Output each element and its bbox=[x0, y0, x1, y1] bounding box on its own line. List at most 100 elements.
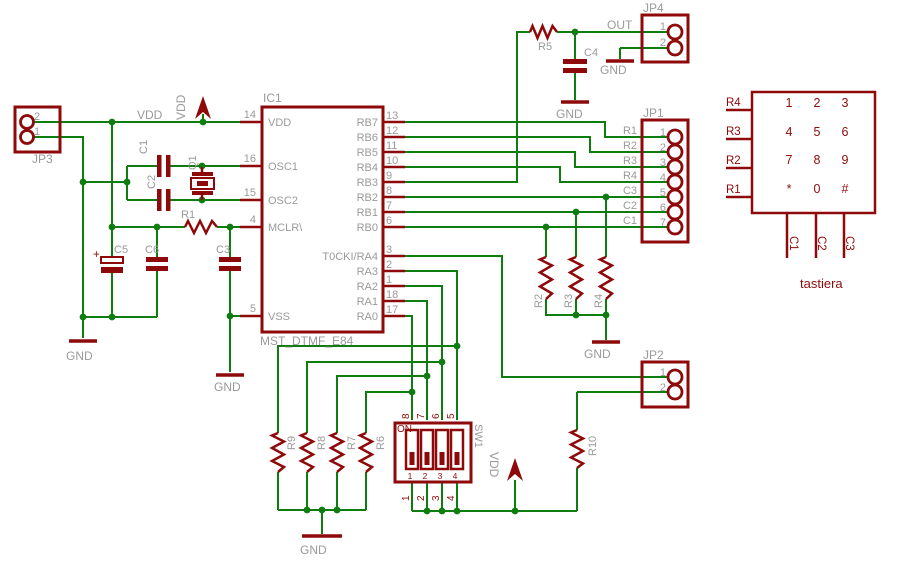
c3-ref: C3 bbox=[216, 244, 230, 256]
resistor-r4 bbox=[596, 255, 615, 300]
jp1-pad-1 bbox=[666, 128, 684, 146]
jp1-connector: 1 2 3 4 5 6 7 JP1 R1 R2 R3 R4 C3 C2 C1 bbox=[623, 106, 690, 244]
ic1-pin-name-rb3: RB3 bbox=[357, 177, 378, 189]
capacitors: + C1 C2 C5 C6 C3 C4 bbox=[93, 47, 598, 273]
keypad-row-net-r2: R2 bbox=[726, 155, 741, 167]
net-label-r4: R4 bbox=[623, 170, 637, 182]
ic1-pin-name-rb0: RB0 bbox=[357, 222, 378, 234]
c5-ref: C5 bbox=[114, 244, 128, 256]
ic1-pin-name-rb5: RB5 bbox=[357, 147, 378, 159]
key-star[interactable]: * bbox=[787, 182, 792, 196]
out-net-label: OUT bbox=[607, 18, 633, 32]
ic1-pin-num-9: 9 bbox=[386, 170, 392, 182]
sw1-ref: SW1 bbox=[472, 424, 484, 448]
ic1-pin-num-3: 3 bbox=[386, 244, 392, 256]
ic1-pin-name-osc2: OSC2 bbox=[268, 195, 298, 207]
jp3-pad-2 bbox=[19, 114, 35, 130]
jp1-pin-num-5: 5 bbox=[660, 187, 666, 199]
sw1-top-pin-8: 8 bbox=[401, 413, 412, 419]
dip-switch-sw1: ON 8 7 6 5 1 2 3 4 1 2 3 4 SW1 bbox=[393, 413, 484, 501]
sw1-slider-4[interactable] bbox=[449, 428, 465, 471]
resistor-r3 bbox=[566, 255, 585, 300]
c4-ref: C4 bbox=[584, 47, 598, 59]
key-2[interactable]: 2 bbox=[814, 96, 821, 110]
jp4-ref: JP4 bbox=[643, 1, 664, 15]
resistor-r1 bbox=[183, 218, 218, 236]
resistor-r7 bbox=[327, 431, 346, 473]
ic1-pin-name-ra2: RA2 bbox=[357, 281, 378, 293]
jp1-pin-num-2: 2 bbox=[660, 142, 666, 154]
keypad-col-net-c2: C2 bbox=[815, 236, 827, 251]
sw1-bottom-pin-4: 4 bbox=[446, 495, 457, 501]
c6-ref: C6 bbox=[145, 244, 159, 256]
sw1-slider-1[interactable] bbox=[404, 428, 420, 471]
sw1-sliders bbox=[404, 428, 465, 471]
sw1-top-pin-5: 5 bbox=[446, 413, 457, 419]
capacitor-c2 bbox=[157, 189, 171, 211]
sw1-bottom-pin-3: 3 bbox=[431, 495, 442, 501]
key-3[interactable]: 3 bbox=[842, 96, 849, 110]
keypad-row-net-r4: R4 bbox=[726, 97, 741, 109]
sw1-pos-num-3: 3 bbox=[438, 471, 443, 481]
ic1-pin-num-17: 17 bbox=[386, 304, 398, 316]
net-label-r3: R3 bbox=[623, 155, 637, 167]
key-0[interactable]: 0 bbox=[814, 182, 821, 196]
gnd-symbols: GND GND GND GND GND GND bbox=[66, 59, 634, 557]
net-label-c3: C3 bbox=[623, 185, 637, 197]
jp2-pad-2 bbox=[666, 383, 684, 401]
sw1-slider-2[interactable] bbox=[419, 428, 435, 471]
jp4-pad-1 bbox=[666, 23, 684, 41]
sw1-body bbox=[393, 421, 473, 484]
sw1-slider-3[interactable] bbox=[434, 428, 450, 471]
jp1-pin-num-4: 4 bbox=[660, 172, 666, 184]
jp2-ref: JP2 bbox=[643, 348, 664, 362]
vdd-net-label: VDD bbox=[137, 108, 163, 122]
keypad-col-net-c3: C3 bbox=[843, 236, 855, 251]
jp1-pad-3 bbox=[666, 158, 684, 176]
key-5[interactable]: 5 bbox=[814, 125, 821, 139]
capacitor-c3 bbox=[219, 257, 241, 271]
resistor-r8 bbox=[297, 431, 316, 473]
key-1[interactable]: 1 bbox=[786, 96, 793, 110]
key-9[interactable]: 9 bbox=[842, 153, 849, 167]
jp1-pin-num-1: 1 bbox=[660, 127, 666, 139]
gnd-label-mid: GND bbox=[584, 347, 611, 361]
net-label-c2: C2 bbox=[623, 200, 637, 212]
ic1-part-name: MST_DTMF_E84 bbox=[260, 334, 354, 348]
sw1-bottom-pin-2: 2 bbox=[416, 495, 427, 501]
c1-ref: C1 bbox=[138, 140, 150, 154]
keypad-row-stubs bbox=[726, 108, 752, 199]
gnd-label-jp4: GND bbox=[600, 63, 627, 77]
ic1-pin-num-5: 5 bbox=[250, 303, 256, 315]
r6-ref: R6 bbox=[375, 436, 387, 450]
key-4[interactable]: 4 bbox=[786, 125, 793, 139]
net-label-r1: R1 bbox=[623, 125, 637, 137]
vdd-symbol-label-top: VDD bbox=[174, 94, 188, 120]
ic1-pin-num-1: 1 bbox=[386, 274, 392, 286]
jp3-pin-num-1: 1 bbox=[34, 126, 40, 138]
ic1-pin-name-vss: VSS bbox=[268, 311, 290, 323]
key-6[interactable]: 6 bbox=[842, 125, 849, 139]
net-label-r2: R2 bbox=[623, 140, 637, 152]
key-7[interactable]: 7 bbox=[786, 153, 793, 167]
keypad: R4 R3 R2 R1 C1 C2 C3 1 2 3 4 5 6 7 8 9 *… bbox=[726, 90, 877, 291]
sw1-bottom-pin-1: 1 bbox=[401, 495, 412, 501]
sw1-pos-num-1: 1 bbox=[408, 471, 413, 481]
resistor-r2 bbox=[536, 255, 555, 300]
capacitor-c6 bbox=[146, 257, 168, 271]
key-hash[interactable]: # bbox=[842, 182, 849, 196]
ic1-ref: IC1 bbox=[263, 91, 282, 105]
jp3-pin-num-2: 2 bbox=[34, 111, 40, 123]
ic1-pin-num-10: 10 bbox=[386, 155, 398, 167]
key-8[interactable]: 8 bbox=[814, 153, 821, 167]
jp2-pad-1 bbox=[666, 368, 684, 386]
ic1-pin-name-osc1: OSC1 bbox=[268, 161, 298, 173]
r7-ref: R7 bbox=[346, 436, 358, 450]
jp3-connector: 2 1 JP3 bbox=[13, 105, 62, 166]
keypad-col-net-c1: C1 bbox=[787, 236, 799, 251]
resistor-r10 bbox=[567, 428, 586, 469]
r2-ref: R2 bbox=[533, 294, 545, 308]
ic1-pin-name-rb6: RB6 bbox=[357, 132, 378, 144]
jp1-pad-7 bbox=[666, 218, 684, 236]
